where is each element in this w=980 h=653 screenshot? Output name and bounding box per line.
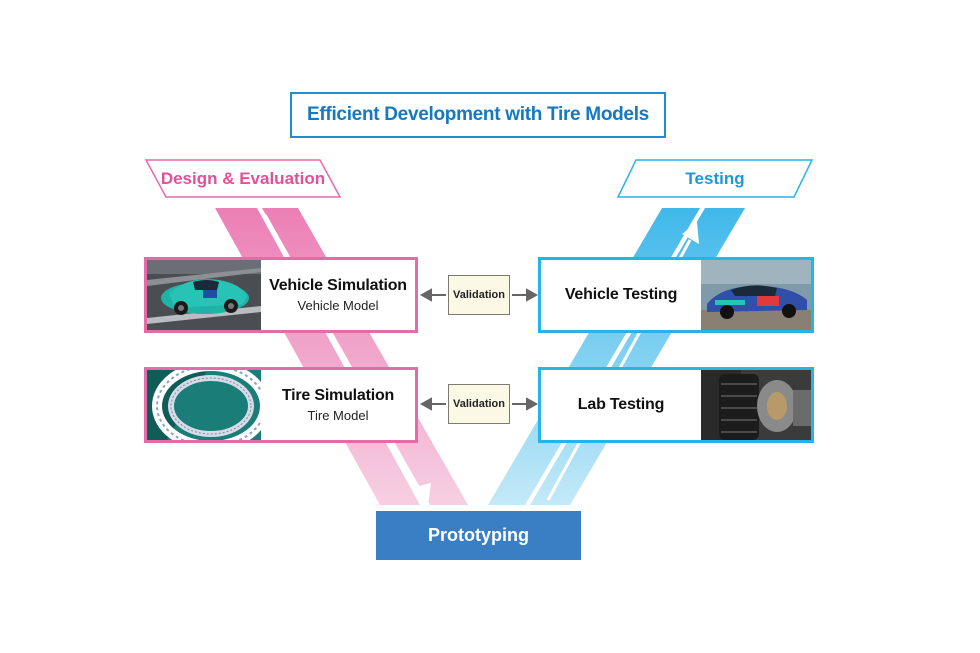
- prototyping-label: Prototyping: [428, 525, 529, 545]
- tire-test-rig-image: [701, 370, 811, 440]
- diagram-title-box: Efficient Development with Tire Models: [290, 92, 666, 138]
- testing-label: Testing: [685, 169, 745, 188]
- tire-simulation-title: Tire Simulation: [281, 387, 395, 404]
- design-label-frame: [144, 159, 342, 198]
- tire-model-subtitle: Tire Model: [307, 408, 369, 423]
- testing-label-frame: [616, 159, 814, 198]
- lab-testing-title: Lab Testing: [577, 396, 665, 413]
- tire-validation-box: Validation: [448, 384, 510, 424]
- prototyping-box: Prototyping: [376, 511, 581, 560]
- vehicle-testing-title: Vehicle Testing: [564, 286, 678, 303]
- lab-testing-card: Lab Testing: [538, 367, 814, 443]
- tire-simulation-card: Tire Simulation Tire Model: [144, 367, 418, 443]
- race-car-photo-image: [701, 260, 811, 330]
- diagram-title: Efficient Development with Tire Models: [307, 104, 649, 125]
- up-arrow-icon: [682, 222, 699, 244]
- down-arrow-icon: [411, 483, 431, 505]
- race-car-simulation-image: [147, 260, 261, 330]
- vehicle-simulation-card: Vehicle Simulation Vehicle Model: [144, 257, 418, 333]
- vehicle-simulation-title: Vehicle Simulation: [269, 277, 407, 294]
- vehicle-testing-card: Vehicle Testing: [538, 257, 814, 333]
- vehicle-model-subtitle: Vehicle Model: [297, 298, 379, 313]
- tire-mesh-image: [147, 370, 270, 440]
- design-evaluation-label: Design & Evaluation: [160, 169, 326, 188]
- vehicle-validation-box: Validation: [448, 275, 510, 315]
